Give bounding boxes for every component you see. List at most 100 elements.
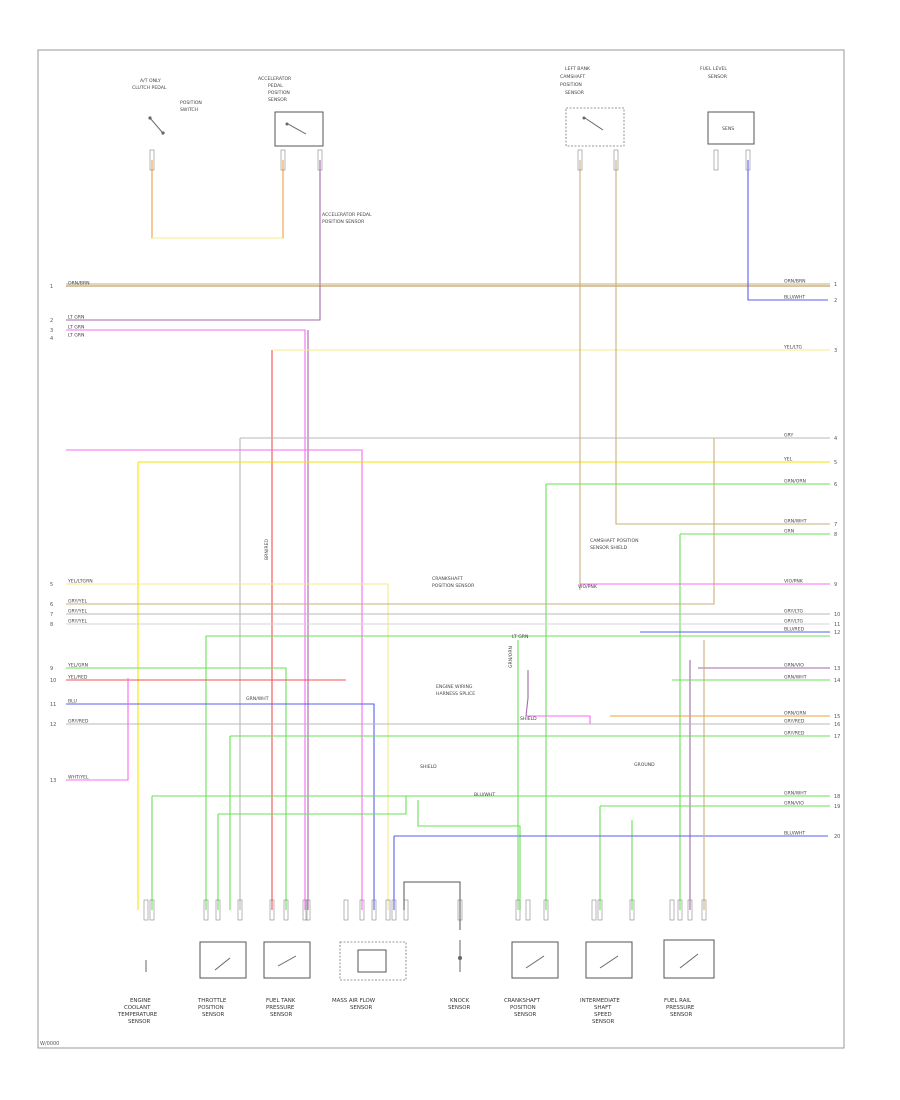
right-label-9: GRY/LTG xyxy=(784,609,804,615)
clutch-label-1: CLUTCH PEDAL xyxy=(132,85,167,91)
left-label-0: ORN/BRN xyxy=(68,281,90,287)
connector-pin-23 xyxy=(515,899,521,921)
clutch-label-3: SWITCH xyxy=(180,107,198,113)
connector-pin-11 xyxy=(237,899,243,921)
left-label-5: GRY/YEL xyxy=(68,599,88,605)
right-pin-14: 15 xyxy=(834,714,840,720)
right-label-12: GRN/VIO xyxy=(784,663,804,669)
connector-pin-4 xyxy=(613,149,619,171)
wire-blue-34 xyxy=(66,703,375,910)
svg-text:ENGINE WIRING: ENGINE WIRING xyxy=(436,684,473,690)
connector-pin-17 xyxy=(359,899,365,921)
svg-text:SENSOR: SENSOR xyxy=(448,1005,471,1011)
left-label-3: LT GRN xyxy=(68,333,84,339)
svg-text:SPEED: SPEED xyxy=(594,1012,612,1018)
connector-pin-14 xyxy=(302,899,308,921)
fuel-level-sensor: SENS FUEL LEVEL SENSOR xyxy=(700,66,755,145)
mass-air-flow-sensor: MASS AIR FLOW SENSOR xyxy=(332,941,407,1011)
right-label-18: GRN/VIO xyxy=(784,801,804,807)
wire-label-2: GRN/ORN xyxy=(508,646,514,668)
accel-label-3: SENSOR xyxy=(268,97,288,103)
right-label-6: GRN/WHT xyxy=(784,519,807,525)
connector-pin-30 xyxy=(677,899,683,921)
svg-text:POSITION SENSOR: POSITION SENSOR xyxy=(322,219,365,225)
right-label-14: ORN/GRN xyxy=(784,711,806,717)
left-label-9: YEL/RED xyxy=(67,675,88,681)
right-pin-17: 18 xyxy=(834,794,840,800)
splice-note-accel: ACCELERATOR PEDAL POSITION SENSOR xyxy=(322,212,372,225)
svg-text:SENSOR: SENSOR xyxy=(128,1019,151,1025)
right-label-19: BLU/WHT xyxy=(784,831,805,837)
right-pin-6: 7 xyxy=(834,522,837,528)
right-label-4: YEL xyxy=(783,457,793,463)
right-label-8: VIO/PNK xyxy=(784,579,804,585)
svg-text:SENSOR: SENSOR xyxy=(270,1012,293,1018)
svg-text:POSITION: POSITION xyxy=(510,1005,536,1011)
svg-text:CRANKSHAFT: CRANKSHAFT xyxy=(432,576,463,582)
connector-pin-31 xyxy=(687,899,693,921)
svg-text:ENGINE: ENGINE xyxy=(130,998,151,1004)
connector-pin-2 xyxy=(317,149,323,171)
wire-label-4: GRN/WHT xyxy=(246,696,269,702)
connector-pin-8 xyxy=(149,899,155,921)
wire-green-43 xyxy=(218,796,407,815)
connector-pin-9 xyxy=(203,899,209,921)
right-label-0: ORN/BRN xyxy=(784,279,806,285)
right-pin-0: 1 xyxy=(834,282,837,288)
svg-text:PEDAL: PEDAL xyxy=(268,83,283,89)
connector-pin-29 xyxy=(669,899,675,921)
right-pin-5: 6 xyxy=(834,482,837,488)
svg-text:PRESSURE: PRESSURE xyxy=(666,1005,695,1011)
left-label-1: LT GRN xyxy=(68,315,84,321)
wire-label-3: BLU/WHT xyxy=(474,792,495,798)
inline-wire-labels: BRN/RED LT GRN GRN/ORN BLU/WHT GRN/WHT V… xyxy=(246,539,598,798)
svg-text:LEFT BANK: LEFT BANK xyxy=(565,66,591,72)
svg-text:ACCELERATOR PEDAL: ACCELERATOR PEDAL xyxy=(322,212,372,218)
diagram-border xyxy=(37,49,845,1049)
svg-text:POSITION: POSITION xyxy=(268,90,290,96)
wire-pink-40 xyxy=(66,678,129,781)
svg-text:SENSOR: SENSOR xyxy=(350,1005,373,1011)
cam-label-3: SENSOR xyxy=(565,90,585,96)
clutch-label-2: POSITION xyxy=(180,100,202,106)
svg-text:FUEL TANK: FUEL TANK xyxy=(266,998,296,1004)
right-label-7: GRN xyxy=(784,529,794,535)
svg-text:SENSOR: SENSOR xyxy=(565,90,585,96)
left-pin-10: 11 xyxy=(50,702,56,708)
splice-note-crank: CRANKSHAFT POSITION SENSOR xyxy=(432,576,475,589)
cam-label-0: LEFT BANK xyxy=(565,66,591,72)
right-pin-9: 10 xyxy=(834,612,840,618)
svg-text:SHAFT: SHAFT xyxy=(594,1005,612,1011)
svg-text:A/T ONLY: A/T ONLY xyxy=(140,78,161,84)
right-pin-3: 4 xyxy=(834,436,837,442)
splice-note-shield: SHIELD xyxy=(420,764,437,770)
connector-pin-3 xyxy=(577,149,583,171)
clutch-pedal-position-switch: A/T ONLY CLUTCH PEDAL POSITION SWITCH xyxy=(132,78,202,135)
splice-note-harness: ENGINE WIRING HARNESS SPLICE xyxy=(436,684,475,697)
svg-text:GROUND: GROUND xyxy=(634,762,655,768)
right-label-1: BLU/WHT xyxy=(784,295,805,301)
connector-pin-10 xyxy=(215,899,221,921)
connector-pin-19 xyxy=(385,899,391,921)
right-label-2: YEL/LTG xyxy=(783,345,803,351)
right-label-16: GRY/RED xyxy=(784,731,805,737)
left-bank-camshaft-position-sensor: LEFT BANK CAMSHAFT POSITION SENSOR xyxy=(560,66,625,147)
svg-text:SHIELD: SHIELD xyxy=(420,764,437,770)
wire-pink-35 xyxy=(526,715,591,724)
svg-text:PRESSURE: PRESSURE xyxy=(266,1005,295,1011)
crankshaft-position-sensor: CRANKSHAFT POSITION SENSOR xyxy=(504,941,559,1018)
left-pin-11: 12 xyxy=(50,722,56,728)
left-label-4: YEL/LTGRN xyxy=(67,579,93,585)
right-pin-15: 16 xyxy=(834,722,840,728)
svg-text:CLUTCH PEDAL: CLUTCH PEDAL xyxy=(132,85,167,91)
wire-tan-18 xyxy=(615,160,830,525)
wire-pink-12 xyxy=(66,449,363,910)
wire-pale_yellow-21 xyxy=(66,583,389,910)
connector-pin-32 xyxy=(701,899,707,921)
svg-text:MASS AIR FLOW: MASS AIR FLOW xyxy=(332,998,376,1004)
fuel-label-0: FUEL LEVEL xyxy=(700,66,727,72)
right-pin-13: 14 xyxy=(834,678,840,684)
right-pin-11: 12 xyxy=(834,630,840,636)
